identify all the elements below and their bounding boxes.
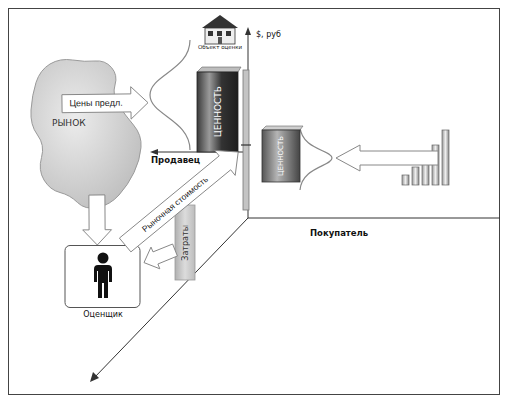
node-shape <box>262 125 334 190</box>
price-bar <box>442 130 449 185</box>
house-window <box>208 31 213 36</box>
object-label: Объект оценки <box>197 45 243 51</box>
person-head <box>98 253 109 264</box>
house-window <box>226 31 231 36</box>
value-bar <box>197 72 238 152</box>
bar-label: ЦЕННОСТЬ <box>213 86 223 137</box>
bell-curve <box>300 127 332 190</box>
bar-label: ЦЕННОСТЬ <box>277 136 285 176</box>
market-cloud <box>31 60 141 209</box>
buyer-axis <box>248 218 500 219</box>
value-scale-strip <box>243 70 249 210</box>
bar-label: Затраты <box>181 225 190 261</box>
market-cloud-node: РЫНОК <box>28 55 120 210</box>
axis-unit-label: $, руб <box>256 30 281 39</box>
vertical-text-box: Затраты <box>175 205 195 280</box>
appraiser-node: Оценщик <box>62 245 144 325</box>
vertical-text-box: ЦЕННОСТЬ <box>197 72 238 152</box>
person-body <box>94 265 112 298</box>
axis-label: Покупатель <box>310 228 368 238</box>
cost-bar <box>175 205 195 280</box>
axis-arrowhead <box>90 372 99 382</box>
axis-arrowhead <box>150 149 158 155</box>
market-value-tick <box>241 144 251 145</box>
node-shape <box>28 55 120 210</box>
house-window <box>217 31 222 36</box>
bar-top-face <box>197 67 241 72</box>
block-arrow <box>336 145 438 171</box>
house-roof <box>202 15 238 28</box>
appraiser-box <box>65 246 140 308</box>
house-body <box>205 28 235 44</box>
buyer-value-node: ЦЕННОСТЬ <box>262 125 334 190</box>
cloud-label: РЫНОК <box>52 119 102 128</box>
cost-node: Затраты <box>175 205 195 280</box>
block-arrow <box>62 87 148 119</box>
price-bar <box>412 167 419 185</box>
frame-border <box>9 9 500 395</box>
arrow-label: Цены предл. <box>70 98 123 109</box>
node-shape <box>148 40 240 152</box>
seller-value-node: ЦЕННОСТЬ <box>148 40 240 152</box>
axis-arrowhead <box>245 27 251 35</box>
bar-top-face <box>262 126 303 130</box>
price-bar <box>402 175 409 185</box>
vertical-text-box: ЦЕННОСТЬ <box>262 130 300 182</box>
block-arrow <box>119 150 238 252</box>
value-bar <box>262 130 300 182</box>
house-door <box>218 37 222 44</box>
bell-curve <box>150 40 190 150</box>
block-arrow <box>83 195 112 245</box>
block-arrow <box>144 244 177 269</box>
appraiser-label: Оценщик <box>62 311 144 319</box>
axis-label: Продавец <box>151 155 200 165</box>
